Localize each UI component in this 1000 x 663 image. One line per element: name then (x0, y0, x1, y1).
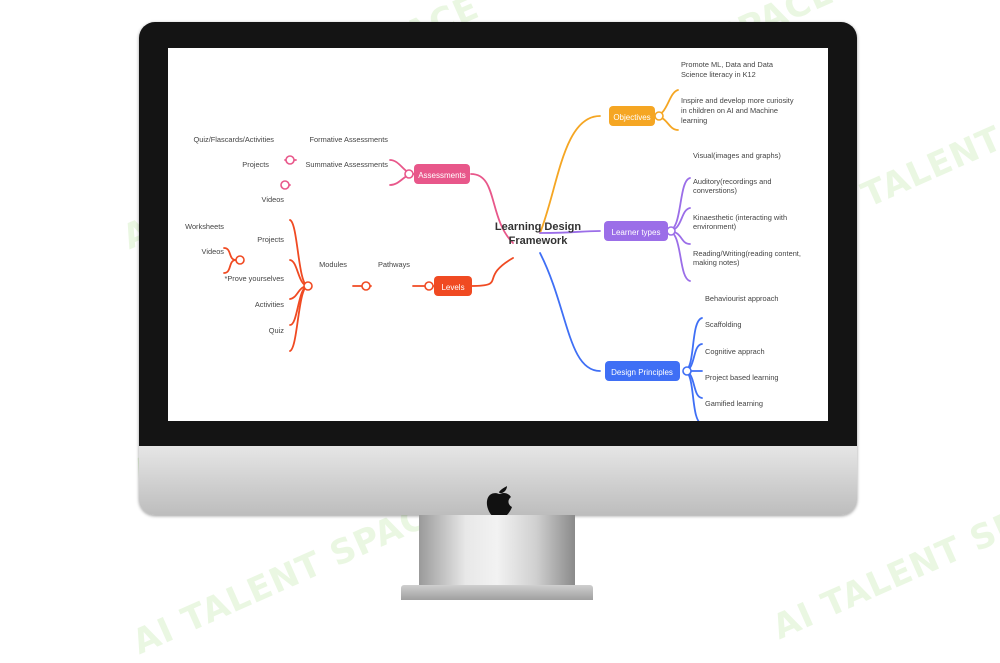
center-title-line1: Learning Design (495, 221, 581, 233)
learner-types-node (604, 221, 668, 241)
center-title-line2: Framework (509, 235, 569, 247)
learner-type-3-line2: environment) (693, 222, 736, 231)
monitor-screen: Objectives Learner types Design Principl… (168, 48, 828, 421)
edge-assessments (470, 173, 514, 244)
learner-type-3-line1: Kinaesthetic (interacting with (693, 213, 787, 222)
design-principle-2: Scaffolding (705, 320, 741, 329)
design-principle-3: Cognitive apprach (705, 347, 765, 356)
modules-label: Modules (319, 260, 347, 269)
design-principle-4: Project based learning (705, 373, 779, 382)
monitor-foot (401, 585, 593, 600)
monitor-bezel: Objectives Learner types Design Principl… (139, 22, 857, 446)
learner-types-label: Learner types (612, 228, 661, 237)
objectives-label: Objectives (613, 113, 650, 122)
formative-child: Quiz/Flascards/Activities (194, 135, 275, 144)
design-principle-1: Behaviourist approach (705, 294, 779, 303)
objective-2-line1: Inspire and develop more curiosity (681, 96, 794, 105)
summative-assessments-label: Summative Assessments (305, 160, 388, 169)
assessments-node (414, 164, 470, 184)
objectives-node (609, 106, 655, 126)
levels-node (434, 276, 472, 296)
edge-learner-types (539, 230, 601, 234)
assessments-label: Assessments (418, 171, 466, 180)
learner-type-1: Visual(images and graphs) (693, 151, 781, 160)
objective-2-line3: learning (681, 116, 707, 125)
project-item-worksheets: Worksheets (185, 222, 224, 231)
objective-2-line2: in children on AI and Machine (681, 106, 778, 115)
module-item-videos: Videos (262, 195, 285, 204)
learner-type-2-line1: Auditory(recordings and (693, 177, 771, 186)
module-item-quiz: Quiz (269, 326, 285, 335)
apple-logo-icon (486, 486, 512, 517)
mind-map: Objectives Learner types Design Principl… (185, 60, 801, 421)
design-principles-label: Design Principles (611, 368, 673, 377)
objective-1-line2: Science literacy in K12 (681, 70, 756, 79)
module-item-projects: Projects (257, 235, 284, 244)
pathways-label: Pathways (378, 260, 410, 269)
edge-design-principles (539, 252, 601, 372)
module-item-prove-yourselves: *Prove yourselves (224, 274, 284, 283)
formative-assessments-label: Formative Assessments (310, 135, 389, 144)
objective-1-line1: Promote ML, Data and Data (681, 60, 774, 69)
summative-child: Projects (242, 160, 269, 169)
learner-type-4-line1: Reading/Writing(reading content, (693, 249, 801, 258)
learner-type-4-line2: making notes) (693, 258, 739, 267)
design-principles-node (605, 361, 680, 381)
project-item-videos: Videos (202, 247, 225, 256)
module-item-activities: Activities (255, 300, 284, 309)
levels-label: Levels (441, 283, 464, 292)
imac-monitor: Objectives Learner types Design Principl… (139, 22, 857, 517)
learner-type-2-line2: converstions) (693, 186, 737, 195)
edge-levels (470, 257, 514, 287)
edge-objectives (539, 115, 601, 234)
design-principle-5: Gamified learning (705, 399, 763, 408)
